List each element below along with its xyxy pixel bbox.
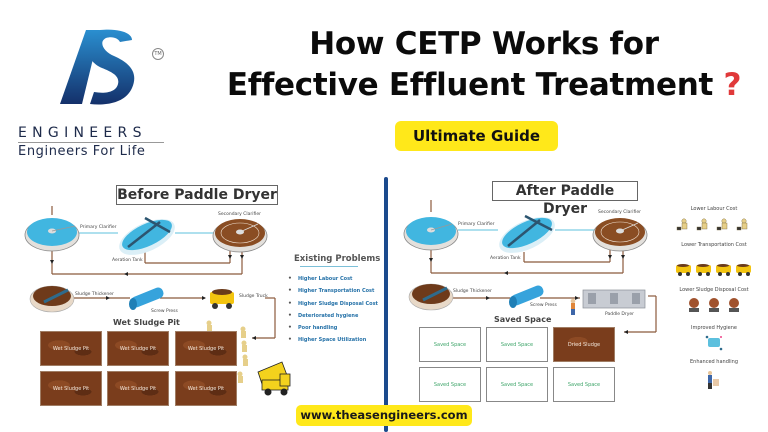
after-label-aeration-tank: Aeration Tank bbox=[490, 256, 521, 261]
secondary-clarifier-icon bbox=[212, 219, 268, 253]
existing-problems-heading: Existing Problems bbox=[294, 254, 381, 264]
problem-item: Higher Labour Cost bbox=[288, 275, 378, 288]
after-label-screw-press: Screw Press bbox=[530, 303, 557, 308]
wet-sludge-pit-heading: Wet Sludge Pit bbox=[113, 318, 180, 327]
wet-sludge-pit: Wet Sludge Pit bbox=[175, 371, 237, 406]
before-label-aeration-tank: Aeration Tank bbox=[112, 258, 143, 263]
primary-clarifier-icon bbox=[24, 218, 80, 252]
problem-item: Higher Space Utilization bbox=[288, 336, 378, 349]
title-line-2: Effective Effluent Treatment ? bbox=[200, 65, 768, 106]
sludge-thickener-icon bbox=[408, 283, 454, 311]
saved-space-box: Saved Space bbox=[486, 367, 548, 402]
after-label-secondary-clarifier: Secondary Clarifier bbox=[598, 210, 641, 215]
saved-space-box: Saved Space bbox=[419, 327, 481, 362]
problem-item: Poor handling bbox=[288, 324, 378, 337]
brand-divider bbox=[18, 142, 164, 143]
as-logo-mark-icon bbox=[60, 29, 135, 105]
truck-icon bbox=[676, 264, 751, 276]
brand-tagline: Engineers For Life bbox=[18, 144, 146, 159]
ultimate-guide-badge: Ultimate Guide bbox=[395, 121, 558, 151]
benefit-lower-sludge-disposal-cost: Lower Sludge Disposal Cost bbox=[679, 287, 749, 293]
wet-sludge-pit: Wet Sludge Pit bbox=[175, 331, 237, 366]
problem-item: Deteriorated hygiene bbox=[288, 312, 378, 325]
before-label-sludge-truck: Sludge Truck bbox=[239, 294, 268, 299]
problem-item: Higher Transportation Cost bbox=[288, 287, 378, 300]
aeration-tank-icon bbox=[499, 214, 555, 253]
money-bag-icon bbox=[689, 298, 739, 312]
brand-logo: TM ENGINEERS Engineers For Life bbox=[14, 18, 164, 159]
wet-sludge-pit: Wet Sludge Pit bbox=[107, 331, 169, 366]
primary-clarifier-icon bbox=[403, 217, 459, 251]
benefit-lower-transportation-cost: Lower Transportation Cost bbox=[681, 242, 747, 248]
hygiene-icon bbox=[705, 335, 723, 351]
panel-divider bbox=[384, 177, 388, 432]
before-label-secondary-clarifier: Secondary Clarifier bbox=[218, 212, 261, 217]
after-label-paddle-dryer: Paddle Dryer bbox=[605, 312, 635, 317]
aeration-tank-icon bbox=[119, 216, 175, 255]
title-line-2-text: Effective Effluent Treatment bbox=[226, 67, 713, 103]
wet-sludge-pit: Wet Sludge Pit bbox=[40, 371, 102, 406]
problem-item: Higher Sludge Disposal Cost bbox=[288, 300, 378, 313]
wet-sludge-pit: Wet Sludge Pit bbox=[107, 371, 169, 406]
saved-space-box: Saved Space bbox=[419, 367, 481, 402]
benefit-enhanced-handling: Enhanced handling bbox=[689, 359, 738, 365]
benefit-lower-labour-cost: Lower Labour Cost bbox=[690, 206, 738, 212]
before-label-screw-press: Screw Press bbox=[151, 309, 178, 314]
before-flow-lines bbox=[24, 206, 291, 396]
saved-space-heading: Saved Space bbox=[494, 315, 552, 324]
trademark-symbol: TM bbox=[152, 48, 164, 60]
problems-list: Higher Labour Cost Higher Transportation… bbox=[288, 275, 378, 350]
brand-name: ENGINEERS bbox=[18, 125, 147, 141]
screw-press-icon bbox=[129, 287, 164, 310]
before-label-sludge-thickener: Sludge Thickener bbox=[75, 292, 114, 297]
workers-icon bbox=[206, 320, 248, 383]
saved-space-box: Saved Space bbox=[553, 367, 615, 402]
saved-space-box: Saved Space bbox=[486, 327, 548, 362]
operator-icon bbox=[570, 298, 576, 315]
question-mark-icon: ? bbox=[723, 67, 742, 103]
secondary-clarifier-icon bbox=[592, 218, 648, 252]
after-panel-title: After Paddle Dryer bbox=[492, 181, 638, 217]
before-label-primary-clarifier: Primary Clarifier bbox=[80, 225, 117, 230]
handling-icon bbox=[708, 371, 719, 389]
page-title: How CETP Works for Effective Effluent Tr… bbox=[200, 24, 768, 106]
screw-press-icon bbox=[509, 285, 544, 308]
wet-sludge-pit: Wet Sludge Pit bbox=[40, 331, 102, 366]
after-label-sludge-thickener: Sludge Thickener bbox=[453, 289, 492, 294]
problems-underline bbox=[300, 266, 358, 267]
before-panel-title: Before Paddle Dryer bbox=[116, 185, 278, 205]
sludge-truck-icon bbox=[210, 289, 234, 309]
dump-truck-icon bbox=[257, 361, 291, 396]
benefit-improved-hygiene: Improved Hygiene bbox=[691, 325, 737, 331]
paddle-dryer-icon bbox=[582, 289, 646, 309]
dried-sludge-box: Dried Sludge bbox=[553, 327, 615, 362]
title-line-1: How CETP Works for bbox=[309, 26, 659, 62]
after-label-primary-clarifier: Primary Clarifier bbox=[458, 222, 495, 227]
worker-icon bbox=[676, 218, 748, 231]
sludge-thickener-icon bbox=[29, 285, 75, 313]
website-url-link[interactable]: www.theasengineers.com bbox=[296, 405, 472, 426]
